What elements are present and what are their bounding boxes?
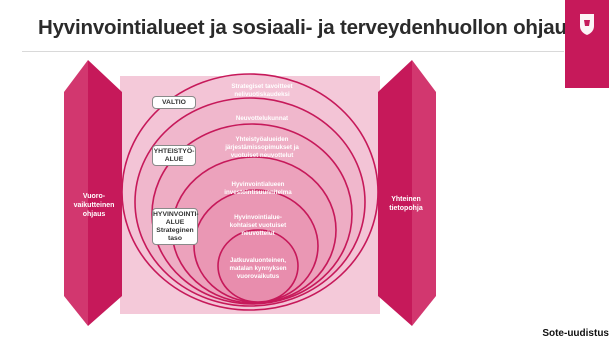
ring-4-label: Hyvinvointialueen investointisuunnitelma [224,181,292,196]
left-arrow-band [88,60,122,326]
ring-2-label-line-1: Neuvottelukunnat [236,115,288,122]
ring-6-label-line-3: vuorovaikutus [237,273,280,280]
ring-6-label-line-2: matalan kynnyksen [229,265,286,272]
ring-1-label: Strategiset tavoitteet nelivuotiskaudeks… [231,83,292,98]
ring-1-label-line-1: Strategiset tavoitteet [231,83,292,90]
hyvinvointi-label-line-3: Strateginen [156,227,194,234]
left-side-label: Vuoro- vaikutteinen ohjaus [74,193,115,218]
yhteistyo-label-line-2: ALUE [164,156,184,163]
footer-text: Sote-uudistus [542,328,609,339]
ring-3-label-line-2: järjestämissopimukset ja [224,144,299,151]
hyvinvointi-label-line-1: HYVINVOINTI- [153,211,199,218]
right-arrow-band [378,60,412,326]
valtio-label: VALTIO [162,99,186,106]
hyvinvointi-label-line-2: ALUE [165,219,185,226]
title-divider [22,51,564,52]
hyvinvointi-label-line-4: taso [168,235,182,242]
left-arrow-tip [64,60,88,326]
yhteistyo-label-line-1: YHTEISTYÖ- [153,148,195,155]
ring-4-label-line-2: investointisuunnitelma [224,189,292,196]
left-label-line-3: ohjaus [83,211,106,218]
coat-of-arms-logo [565,0,609,88]
right-side-label: Yhteinen tietopohja [389,196,423,212]
ring-5-label-line-1: Hyvinvointialue- [234,214,282,221]
ring-4-label-line-1: Hyvinvointialueen [232,181,285,188]
ring-5-label-line-3: neuvottelut [241,230,274,237]
ring-2-label: Neuvottelukunnat [236,115,288,122]
ring-5-label: Hyvinvointialue- kohtaiset vuotuiset neu… [230,214,286,237]
ring-3-label: Yhteistyöalueiden järjestämissopimukset … [224,136,299,159]
level-box-yhteistyoalue: YHTEISTYÖ- ALUE [152,145,196,166]
level-box-hyvinvointialue: HYVINVOINTI- ALUE Strateginen taso [152,208,199,245]
slide-title: Hyvinvointialueet ja sosiaali- ja tervey… [38,16,578,39]
ring-1-label-line-2: nelivuotiskaudeksi [234,91,290,98]
ring-5-label-line-2: kohtaiset vuotuiset [230,222,286,229]
ring-6-label: Jatkuvaluonteinen, matalan kynnyksen vuo… [229,257,286,280]
right-arrow-tip [412,60,436,326]
ring-6 [217,229,299,303]
ring-3-label-line-3: vuotuiset neuvottelut [231,152,294,159]
ring-3-label-line-1: Yhteistyöalueiden [236,136,289,143]
ring-6-label-line-1: Jatkuvaluonteinen, [230,257,286,264]
level-box-valtio: VALTIO [152,96,196,109]
left-label-line-1: Vuoro- [83,193,106,200]
right-label-line-2: tietopohja [389,205,423,212]
right-label-line-1: Yhteinen [391,196,421,203]
left-label-line-2: vaikutteinen [74,202,115,209]
